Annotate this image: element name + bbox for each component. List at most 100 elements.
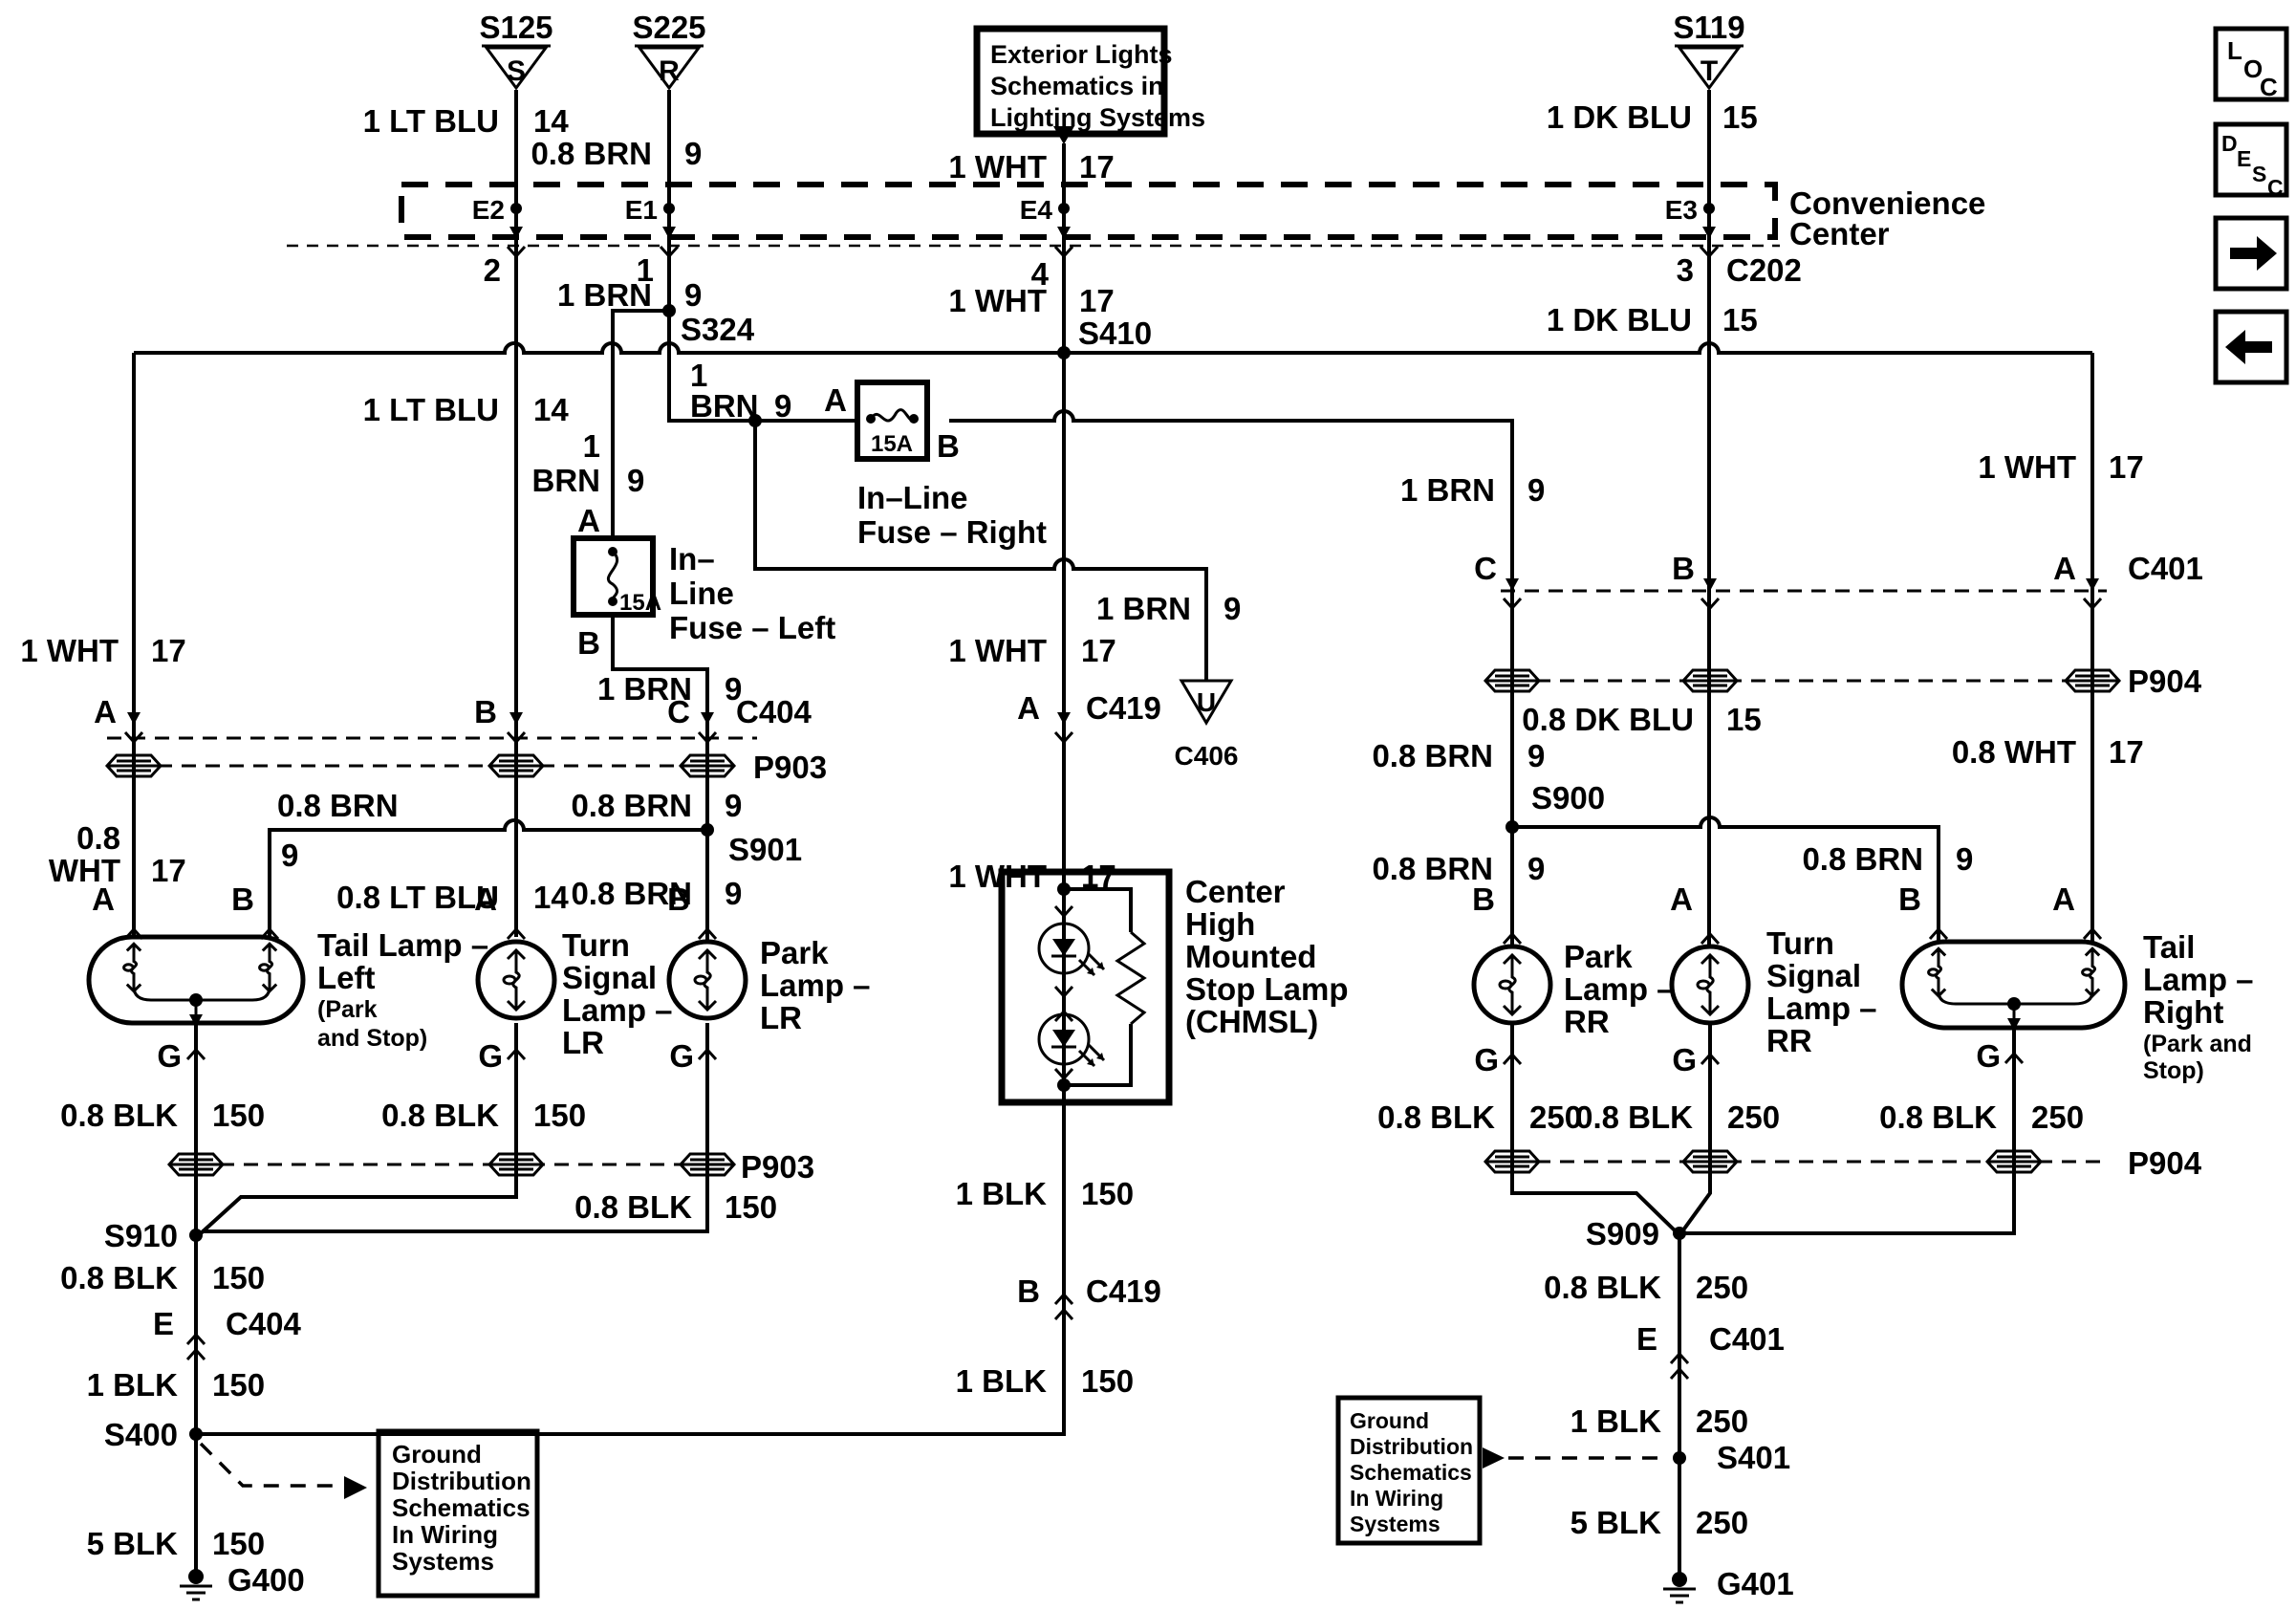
wire-label-1-brn-25: 1 BRN (557, 277, 652, 313)
wire-label-150-100: 150 (212, 1260, 265, 1295)
desc-button[interactable]: D E S C (2213, 121, 2289, 200)
splice-s900-dot (1505, 820, 1519, 834)
inline-connector-bands (489, 759, 543, 772)
connector-c419-b: C419 (1086, 1273, 1161, 1309)
wire-label-9-149: 9 (1527, 851, 1545, 886)
bulb-filament-icon (1696, 952, 1721, 1017)
filament-top-arrow (1502, 952, 1523, 966)
wire-brn-feed-right (667, 90, 857, 423)
bulb-filament-icon (258, 942, 278, 993)
wire-label-17-110: 17 (1081, 633, 1116, 668)
wire-label-1-lt-blu-33: 1 LT BLU (363, 392, 499, 427)
fuse-left-name-3: Fuse – Left (669, 610, 835, 645)
ground-distribution-ref-box-left[interactable]: Ground Distribution Schematics In Wiring… (344, 1428, 540, 1599)
ground-ref-pointer-left (199, 1442, 340, 1488)
wire-label-15-140: 15 (1726, 702, 1762, 737)
wire-label-1-35: 1 (583, 428, 600, 464)
fuse-right-name-2: Fuse – Right (857, 514, 1047, 550)
wire-label-17-133: 17 (2109, 449, 2144, 485)
splice-s909-dot (1673, 1227, 1686, 1240)
connector-arrowhead-icon (127, 712, 141, 725)
connector-c419-a: C419 (1086, 690, 1161, 726)
c202-pin-chevron-icon (506, 245, 527, 259)
wire-label-1-wht-27: 1 WHT (948, 283, 1047, 318)
lamp-turn-rr-4: RR (1766, 1023, 1812, 1058)
ground-ref-left-line1: Ground (392, 1440, 482, 1469)
wire-label-0-8-61: 0.8 (76, 820, 120, 856)
wire-label-g-90: G (669, 1038, 694, 1074)
wire-label-b-42: B (937, 428, 960, 464)
inline-connector-bands (489, 1158, 543, 1171)
filament-top-arrow (1930, 946, 1947, 957)
fuse-right-rating: 15A (871, 431, 913, 457)
wire-label-0-8-blk-93: 0.8 BLK (381, 1098, 499, 1133)
connector-chevron-icon (185, 1347, 206, 1361)
wire-label-2-20: 2 (484, 252, 501, 288)
loc-letter-l: L (2227, 36, 2242, 65)
g400-ground-icon (180, 1569, 212, 1601)
filament-top-arrow (2084, 946, 2101, 957)
lamp-ground-chevron-icon (2004, 1051, 2025, 1065)
wire-blk-turnrr-ground (1680, 1023, 1712, 1233)
ground-ref-right-line3: Schematics (1350, 1460, 1472, 1485)
connector-arrowhead-icon (509, 712, 523, 725)
s225-letter: R (659, 55, 680, 87)
ground-ref-left-line3: Schematics (392, 1493, 531, 1522)
lamp-tail-right-4: (Park and (2143, 1031, 2252, 1057)
wire-label-e4-16: E4 (1020, 195, 1053, 225)
back-button[interactable] (2213, 309, 2289, 385)
wire-label-4-22: 4 (1031, 256, 1050, 292)
wire-label-b-57: B (474, 694, 497, 729)
ground-ref-right-arrow-icon (1483, 1447, 1505, 1469)
wire-label-1-wht-117: 1 WHT (948, 859, 1047, 894)
wire-blk-tailright-ground (1679, 1028, 2016, 1235)
connector-c401: C401 (2128, 551, 2203, 586)
splice-s324: S324 (681, 312, 755, 347)
wire-label-g-167: G (1672, 1042, 1697, 1077)
c406-letter: U (1197, 687, 1216, 717)
wire-label-e-101: E (153, 1306, 174, 1341)
forward-button[interactable] (2213, 215, 2289, 292)
wire-label-9-147: 9 (1956, 841, 1973, 877)
wire-label-a-46: A (577, 503, 600, 538)
wire-chmsl-resistor-top (1064, 887, 1133, 932)
wire-blk-chmsl-ground (196, 1102, 1066, 1436)
splice-s410: S410 (1078, 315, 1152, 351)
p904-inline-connector-icon (1483, 1149, 1542, 1174)
turn-signal-lamp-lr-body (475, 939, 557, 1021)
wire-s410-bus (134, 341, 2092, 355)
filament-loop (122, 963, 135, 972)
wire-label-0-8-lt-blu-69: 0.8 LT BLU (336, 880, 499, 915)
c202-pin-chevron-icon (1053, 245, 1074, 259)
inline-connector-bands (1485, 1155, 1539, 1168)
wire-label-3-23: 3 (1677, 252, 1694, 288)
ground-ref-right-line1: Ground (1350, 1408, 1429, 1433)
inline-connector-bands (681, 759, 734, 772)
lamp-park-lr-2: Lamp – (760, 968, 871, 1003)
ground-distribution-ref-box-right[interactable]: Ground Distribution Schematics In Wiring… (1335, 1395, 1505, 1546)
bulb-filament-icon (122, 942, 142, 993)
filament-top-arrow (261, 942, 278, 952)
splice-s901: S901 (728, 832, 802, 867)
wire-label-e-179: E (1636, 1321, 1657, 1357)
connector-c404: C404 (736, 694, 812, 729)
exterior-lights-ref-box[interactable]: Exterior Lights Schematics in Lighting S… (973, 25, 1205, 144)
wire-label-0-8-wht-141: 0.8 WHT (1952, 734, 2076, 770)
wire-label-0-8-brn-146: 0.8 BRN (1802, 841, 1923, 877)
wire-label-250-178: 250 (1696, 1270, 1748, 1305)
lamp-chmsl-2: High (1185, 906, 1255, 942)
e-terminal-arrowhead-icon (662, 227, 676, 239)
lamp-pin-chevron-icon (697, 926, 718, 941)
wire-label-c-58: C (667, 694, 690, 729)
loc-button[interactable]: L O C (2213, 26, 2289, 102)
back-button-border (2213, 309, 2289, 385)
terminal-e2-dot (510, 203, 522, 214)
wire-label-0-8-brn-8: 0.8 BRN (531, 136, 652, 171)
wire-label-0-8-brn-64: 0.8 BRN (277, 788, 399, 823)
filament-bottom-arrow (1502, 1004, 1523, 1017)
inline-connector-bands (2066, 674, 2119, 687)
tail-right-ground-arrowhead (2007, 1018, 2021, 1031)
wire-label-c202-24: C202 (1726, 252, 1802, 288)
lamp-tail-right-2: Lamp – (2143, 962, 2254, 997)
